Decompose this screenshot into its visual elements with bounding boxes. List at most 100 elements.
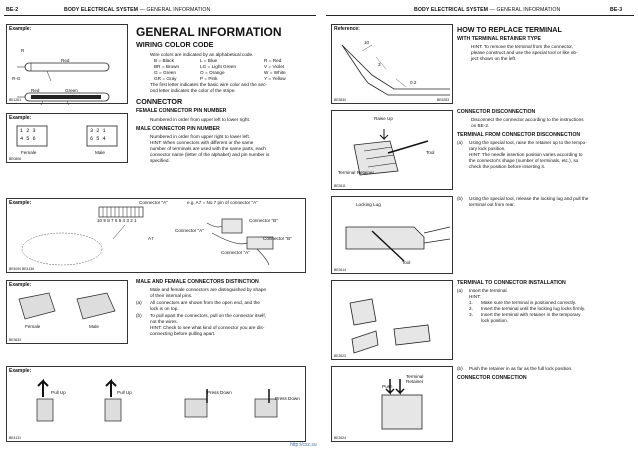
connector-example-figure: Example: Connector "A" e.g. A7 = No.7 pi… [6,198,306,273]
retainer-label: Terminal Retainer [338,170,374,175]
insert-terminal-figure: BE2623 [331,280,453,360]
female-connector-heading: FEMALE CONNECTOR PIN NUMBER [136,108,227,115]
distinction-heading: MALE AND FEMALE CONNECTORS DISTINCTION [136,279,259,285]
raise-up-label: Raise Up [374,116,393,121]
pin-row-numbers: 10 9 8 7 6 5 4 3 2 1 [97,218,137,223]
female-pins-bottom: 4 5 6 [20,136,36,142]
install-hint: HINT: [469,294,481,300]
raise-retainer-figure: Raise Up Tool Terminal Retainer BE2611 [331,110,453,190]
install-a: (a)Insert the terminal. [457,288,508,294]
conn-a3-label: Connector "A" [221,250,250,255]
connection-heading: CONNECTOR CONNECTION [457,375,527,381]
distinction-figure: Example: Female Male BE3633 [6,280,128,344]
figure-caption: Example: [9,26,32,32]
left-page-number: BE-2 [6,7,19,13]
right-header-title: BODY ELECTRICAL SYSTEM — GENERAL INFORMA… [414,7,561,13]
tool-drawing [341,44,450,96]
step-b-column: (b) Using the special tool, release the … [457,196,635,208]
connector-heading: CONNECTOR [136,97,183,107]
figure-caption: Example: [9,282,32,288]
figure-code: BE1261 [9,98,22,102]
locking-lug-drawing [345,226,451,262]
pin-number-figure: Example: 1 2 3 4 5 6 3 2 1 6 5 4 Female … [6,113,128,163]
wiring-intro: Wire colors are indicated by an alphabet… [150,52,254,58]
step-a: (a) Using the special tool, raise the re… [457,140,587,170]
male-label: Male [95,150,105,155]
to-connector-heading: TERMINAL TO CONNECTOR INSTALLATION [457,280,566,286]
figure-code-2: BE6283 [436,98,449,102]
figure-code: BE2611 [334,184,346,188]
disconnection-heading: CONNECTOR DISCONNECTION [457,109,536,115]
conn-b-label: Connector "B" [249,218,278,223]
tool-label: Tool [402,260,411,265]
press-down-label-1: Press Down [207,390,232,395]
figure-code: BE2623 [334,354,347,358]
figure-code: BE2614 [334,268,347,272]
general-title: GENERAL INFORMATION [136,25,282,39]
female-connector-text: Numbered in order from upper left to low… [150,116,251,122]
female-label: Female [21,150,37,155]
conn-a2-label: Connector "A" [175,228,204,233]
wiring-color-figure: Example: R Red R-G Red Green BE1261 [6,24,128,105]
installation-column: TERMINAL TO CONNECTOR INSTALLATION (a)In… [457,280,635,324]
push-retainer-figure: Push Terminal Retainer BE2624 [331,366,453,442]
reference-tool-figure: Reference: 10 3 0.2 BE3630 BE6283 [331,24,453,104]
connector-drawing [21,206,274,266]
stripe-note: The first letter indicates the basic wir… [150,82,267,94]
male-connector-heading: MALE CONNECTOR PIN NUMBER [136,125,220,132]
from-connector-heading: TERMINAL FROM CONNECTOR DISCONNECTION [457,132,581,139]
figure-code: BE2624 [334,436,347,440]
male-pins-bottom: 6 5 4 [90,136,106,142]
locking-lug-figure: Locking Lug Tool BE2614 [331,196,453,274]
push-column: (b)Push the retainer in as far as the fu… [457,366,635,381]
left-header-title: BODY ELECTRICAL SYSTEM — GENERAL INFORMA… [64,7,211,13]
left-header-rule [4,15,316,16]
figure-caption: Example: [9,115,32,121]
female-label: Female [25,324,41,329]
item-a: (a) All connectors are shown from the op… [136,300,260,312]
terminal-retainer-label: Terminal Retainer [406,374,424,384]
step-b: (b) Using the special tool, release the … [457,196,589,207]
install-step: 3.Insert the terminal with retainer in t… [469,312,581,324]
push-retainer-drawing [381,379,423,430]
pin-drawing [16,125,118,147]
male-pins-top: 3 2 1 [90,128,106,134]
locking-lug-label: Locking Lug [356,202,381,207]
figure-caption: Example: [9,368,32,374]
conn-b2-label: Connector "B" [263,236,292,241]
install-step: 1.Make sure the terminal is positioned c… [469,300,577,306]
distinction-drawing [18,292,116,320]
dim-02: 0.2 [410,80,417,85]
push-label: Push [382,384,393,389]
wire-red-label: Red [61,58,70,63]
disconnection-text: Disconnect the connector according to th… [471,117,584,129]
female-pins-top: 1 2 3 [20,128,36,134]
item-b: (b) To pull apart the connectors, pull o… [136,313,266,337]
replace-title: HOW TO REPLACE TERMINAL [457,25,562,34]
a7-label: A7 [148,236,154,241]
figure-code: BE3633 [9,338,22,342]
male-connector-text: Numbered in order from upper right to lo… [150,133,270,163]
pull-up-label-2: Pull Up [117,390,132,395]
raise-retainer-drawing [353,129,429,176]
right-header-rule [326,15,634,16]
pull-up-label-1: Pull Up [51,390,66,395]
pin-example-callout: e.g. A7 = No.7 pin of connector "A" [187,200,258,205]
press-down-label-2: Press Down [275,396,300,401]
disconnection-column: CONNECTOR DISCONNECTION Disconnect the c… [457,109,635,170]
figure-code: BE3630 [334,98,347,102]
male-label: Male [89,324,99,329]
dim-10: 10 [364,40,370,45]
wire-rg-label: R-G [12,76,21,81]
general-information-column: GENERAL INFORMATION WIRING COLOR CODE Wi… [136,26,314,164]
insert-terminal-drawing [349,298,431,354]
wiring-heading: WIRING COLOR CODE [136,40,214,49]
retainer-heading: WITH TERMINAL RETAINER TYPE [457,36,541,43]
tool-label: Tool [426,150,435,155]
disconnect-drawing [36,378,278,422]
